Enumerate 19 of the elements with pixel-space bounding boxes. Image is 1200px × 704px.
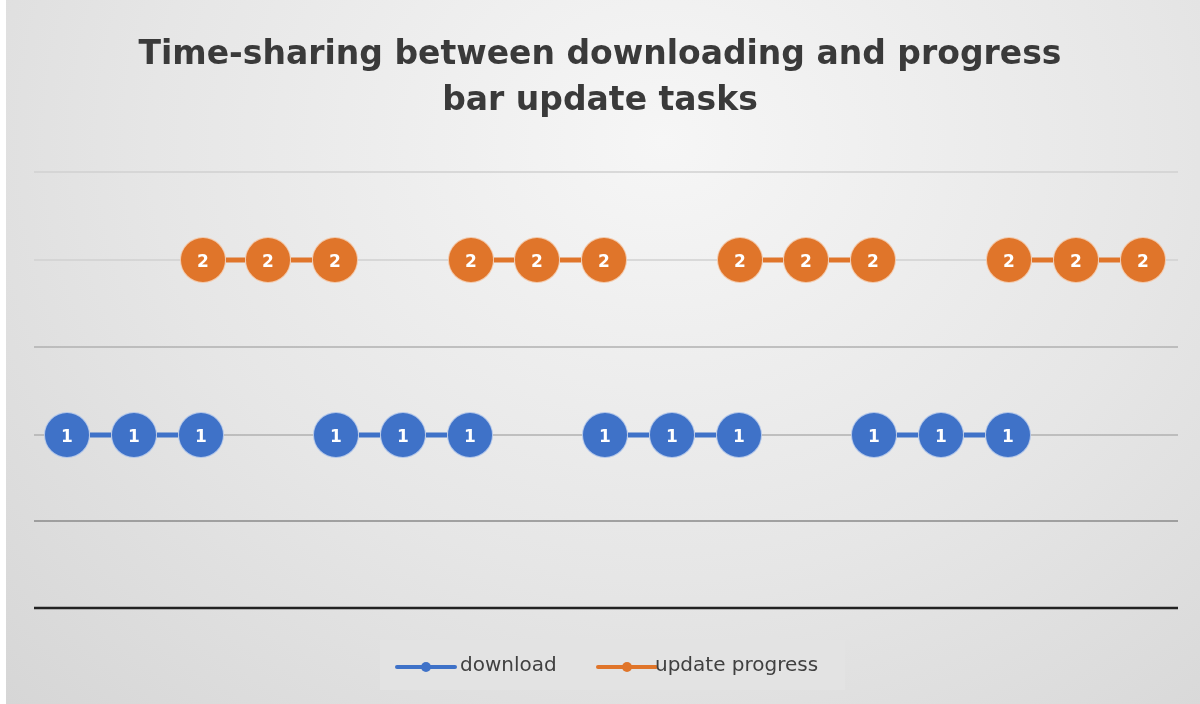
legend-label: update progress <box>655 652 819 676</box>
connector-line <box>628 432 649 438</box>
connector-line <box>494 257 514 263</box>
connector-line <box>359 432 380 438</box>
connector-line <box>964 432 985 438</box>
connector-line <box>291 257 312 263</box>
connector-line <box>1099 257 1120 263</box>
chart-title: Time-sharing between downloading and progress bar update tasks <box>137 32 1063 120</box>
connector-line <box>1032 257 1053 263</box>
connector-line <box>829 257 850 263</box>
connector-line <box>426 432 447 438</box>
connector-line <box>897 432 918 438</box>
connector-line <box>695 432 716 438</box>
legend-label: download <box>460 652 557 676</box>
connector-line <box>763 257 783 263</box>
connector-line <box>157 432 178 438</box>
connector-line <box>90 432 111 438</box>
connector-line <box>226 257 245 263</box>
connector-line <box>560 257 581 263</box>
